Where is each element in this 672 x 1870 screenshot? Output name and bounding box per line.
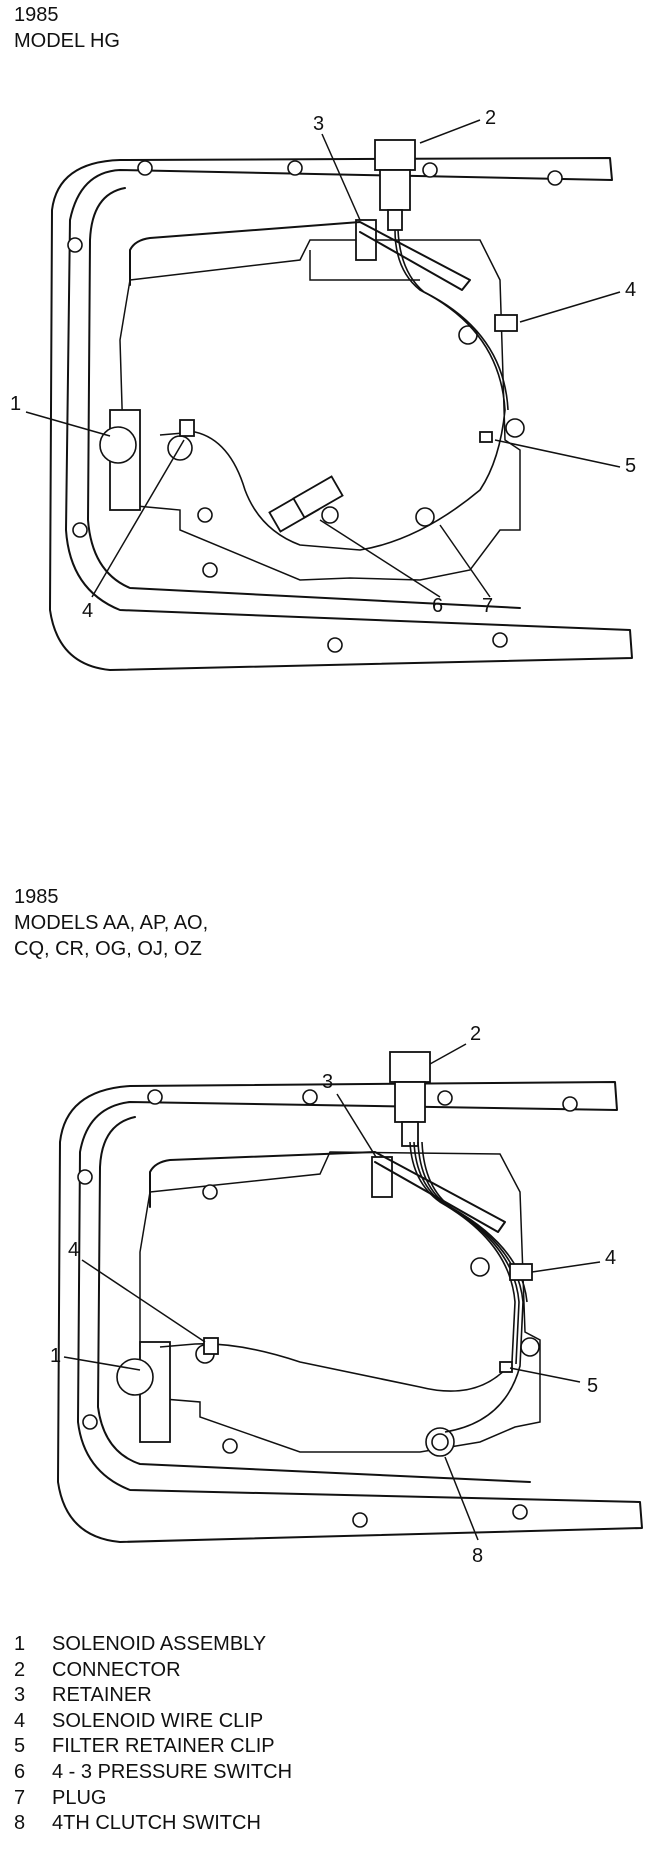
diagram2-holes	[77, 1089, 578, 1528]
legend-number: 4	[14, 1709, 26, 1732]
diagram2-solenoid	[116, 1341, 171, 1443]
diagram1-pressure-switch	[268, 475, 344, 533]
diagram1-heading: 1985 MODEL HG	[14, 2, 120, 54]
diagram2-heading: 1985 MODELS AA, AP, AO, CQ, CR, OG, OJ, …	[14, 884, 208, 962]
legend-item: 2 CONNECTOR	[14, 1658, 292, 1684]
diagram2-retainer	[149, 1151, 506, 1233]
diagram1-model: MODEL HG	[14, 30, 120, 52]
diagram1-callout-4-right: 4	[625, 279, 636, 301]
diagram1-callout-1: 1	[10, 393, 21, 415]
legend-label: CONNECTOR	[52, 1658, 181, 1681]
legend-item: 3 RETAINER	[14, 1683, 292, 1709]
legend-number: 2	[14, 1658, 26, 1681]
diagram2-valve-body	[139, 1151, 541, 1453]
diagram2-models-line1: MODELS AA, AP, AO,	[14, 912, 209, 934]
diagram1-callout-5: 5	[625, 455, 636, 477]
diagram1-callout-7: 7	[482, 595, 493, 617]
legend-item: 4 SOLENOID WIRE CLIP	[14, 1709, 292, 1735]
legend-label: SOLENOID WIRE CLIP	[52, 1709, 264, 1732]
diagram1-callout-2: 2	[485, 110, 496, 129]
diagram2-callout-3: 3	[322, 1071, 333, 1093]
diagram2-clips	[203, 1263, 533, 1373]
diagram2-gasket-outline	[57, 1081, 643, 1543]
diagram2-models-line2: CQ, CR, OG, OJ, OZ	[14, 938, 202, 960]
legend-label: PLUG	[52, 1786, 107, 1809]
legend-item: 6 4 - 3 PRESSURE SWITCH	[14, 1760, 292, 1786]
diagram2-callout-4-left: 4	[68, 1239, 79, 1261]
legend-item: 1 SOLENOID ASSEMBLY	[14, 1632, 292, 1658]
legend-item: 7 PLUG	[14, 1786, 292, 1812]
diagram2-callout-5: 5	[587, 1375, 598, 1397]
diagram1-leaders	[25, 119, 621, 598]
legend-label: 4 - 3 PRESSURE SWITCH	[52, 1760, 293, 1783]
diagram1-retainer	[129, 219, 471, 291]
diagram1-valve-body-illustration: 1 2 3 4 4 5 6 7	[10, 110, 636, 671]
diagram2-connector	[389, 1051, 431, 1147]
diagram1-gasket-outline	[49, 157, 633, 671]
diagram1-solenoid	[99, 409, 193, 511]
diagram2-year: 1985	[14, 886, 59, 908]
diagram1-callout-3: 3	[313, 113, 324, 135]
legend-number: 6	[14, 1760, 26, 1783]
diagram1-connector	[374, 139, 416, 231]
legend-number: 1	[14, 1633, 26, 1655]
diagram1-holes	[67, 160, 563, 653]
diagram2-callout-8: 8	[472, 1545, 483, 1567]
diagram1-callout-6: 6	[432, 595, 443, 617]
diagram1-clips	[179, 314, 518, 443]
diagram1-year: 1985	[14, 4, 59, 26]
legend-label: RETAINER	[52, 1684, 152, 1707]
legend-item: 8 4TH CLUTCH SWITCH	[14, 1811, 292, 1837]
diagram2-valve-body-illustration: 1 2 3 4 4 5 8	[50, 1023, 643, 1567]
diagram2-leaders	[63, 1043, 601, 1541]
diagram2-callout-4-right: 4	[605, 1247, 616, 1269]
legend-label: FILTER RETAINER CLIP	[52, 1735, 275, 1758]
diagram2-clutch-switch	[425, 1427, 455, 1457]
legend-number: 5	[14, 1735, 26, 1758]
legend-label: 4TH CLUTCH SWITCH	[52, 1812, 261, 1835]
legend-item: 5 FILTER RETAINER CLIP	[14, 1734, 292, 1760]
diagram1-valve-body	[119, 239, 521, 581]
diagram1-wires	[159, 229, 509, 551]
legend-label: SOLENOID ASSEMBLY	[52, 1633, 267, 1655]
legend-number: 7	[14, 1786, 26, 1809]
legend-number: 3	[14, 1684, 26, 1707]
legend-number: 8	[14, 1812, 26, 1835]
diagram1-callout-4-bottom: 4	[82, 600, 93, 622]
diagram2-callout-2: 2	[470, 1023, 481, 1045]
diagram2-callout-1: 1	[50, 1345, 61, 1367]
